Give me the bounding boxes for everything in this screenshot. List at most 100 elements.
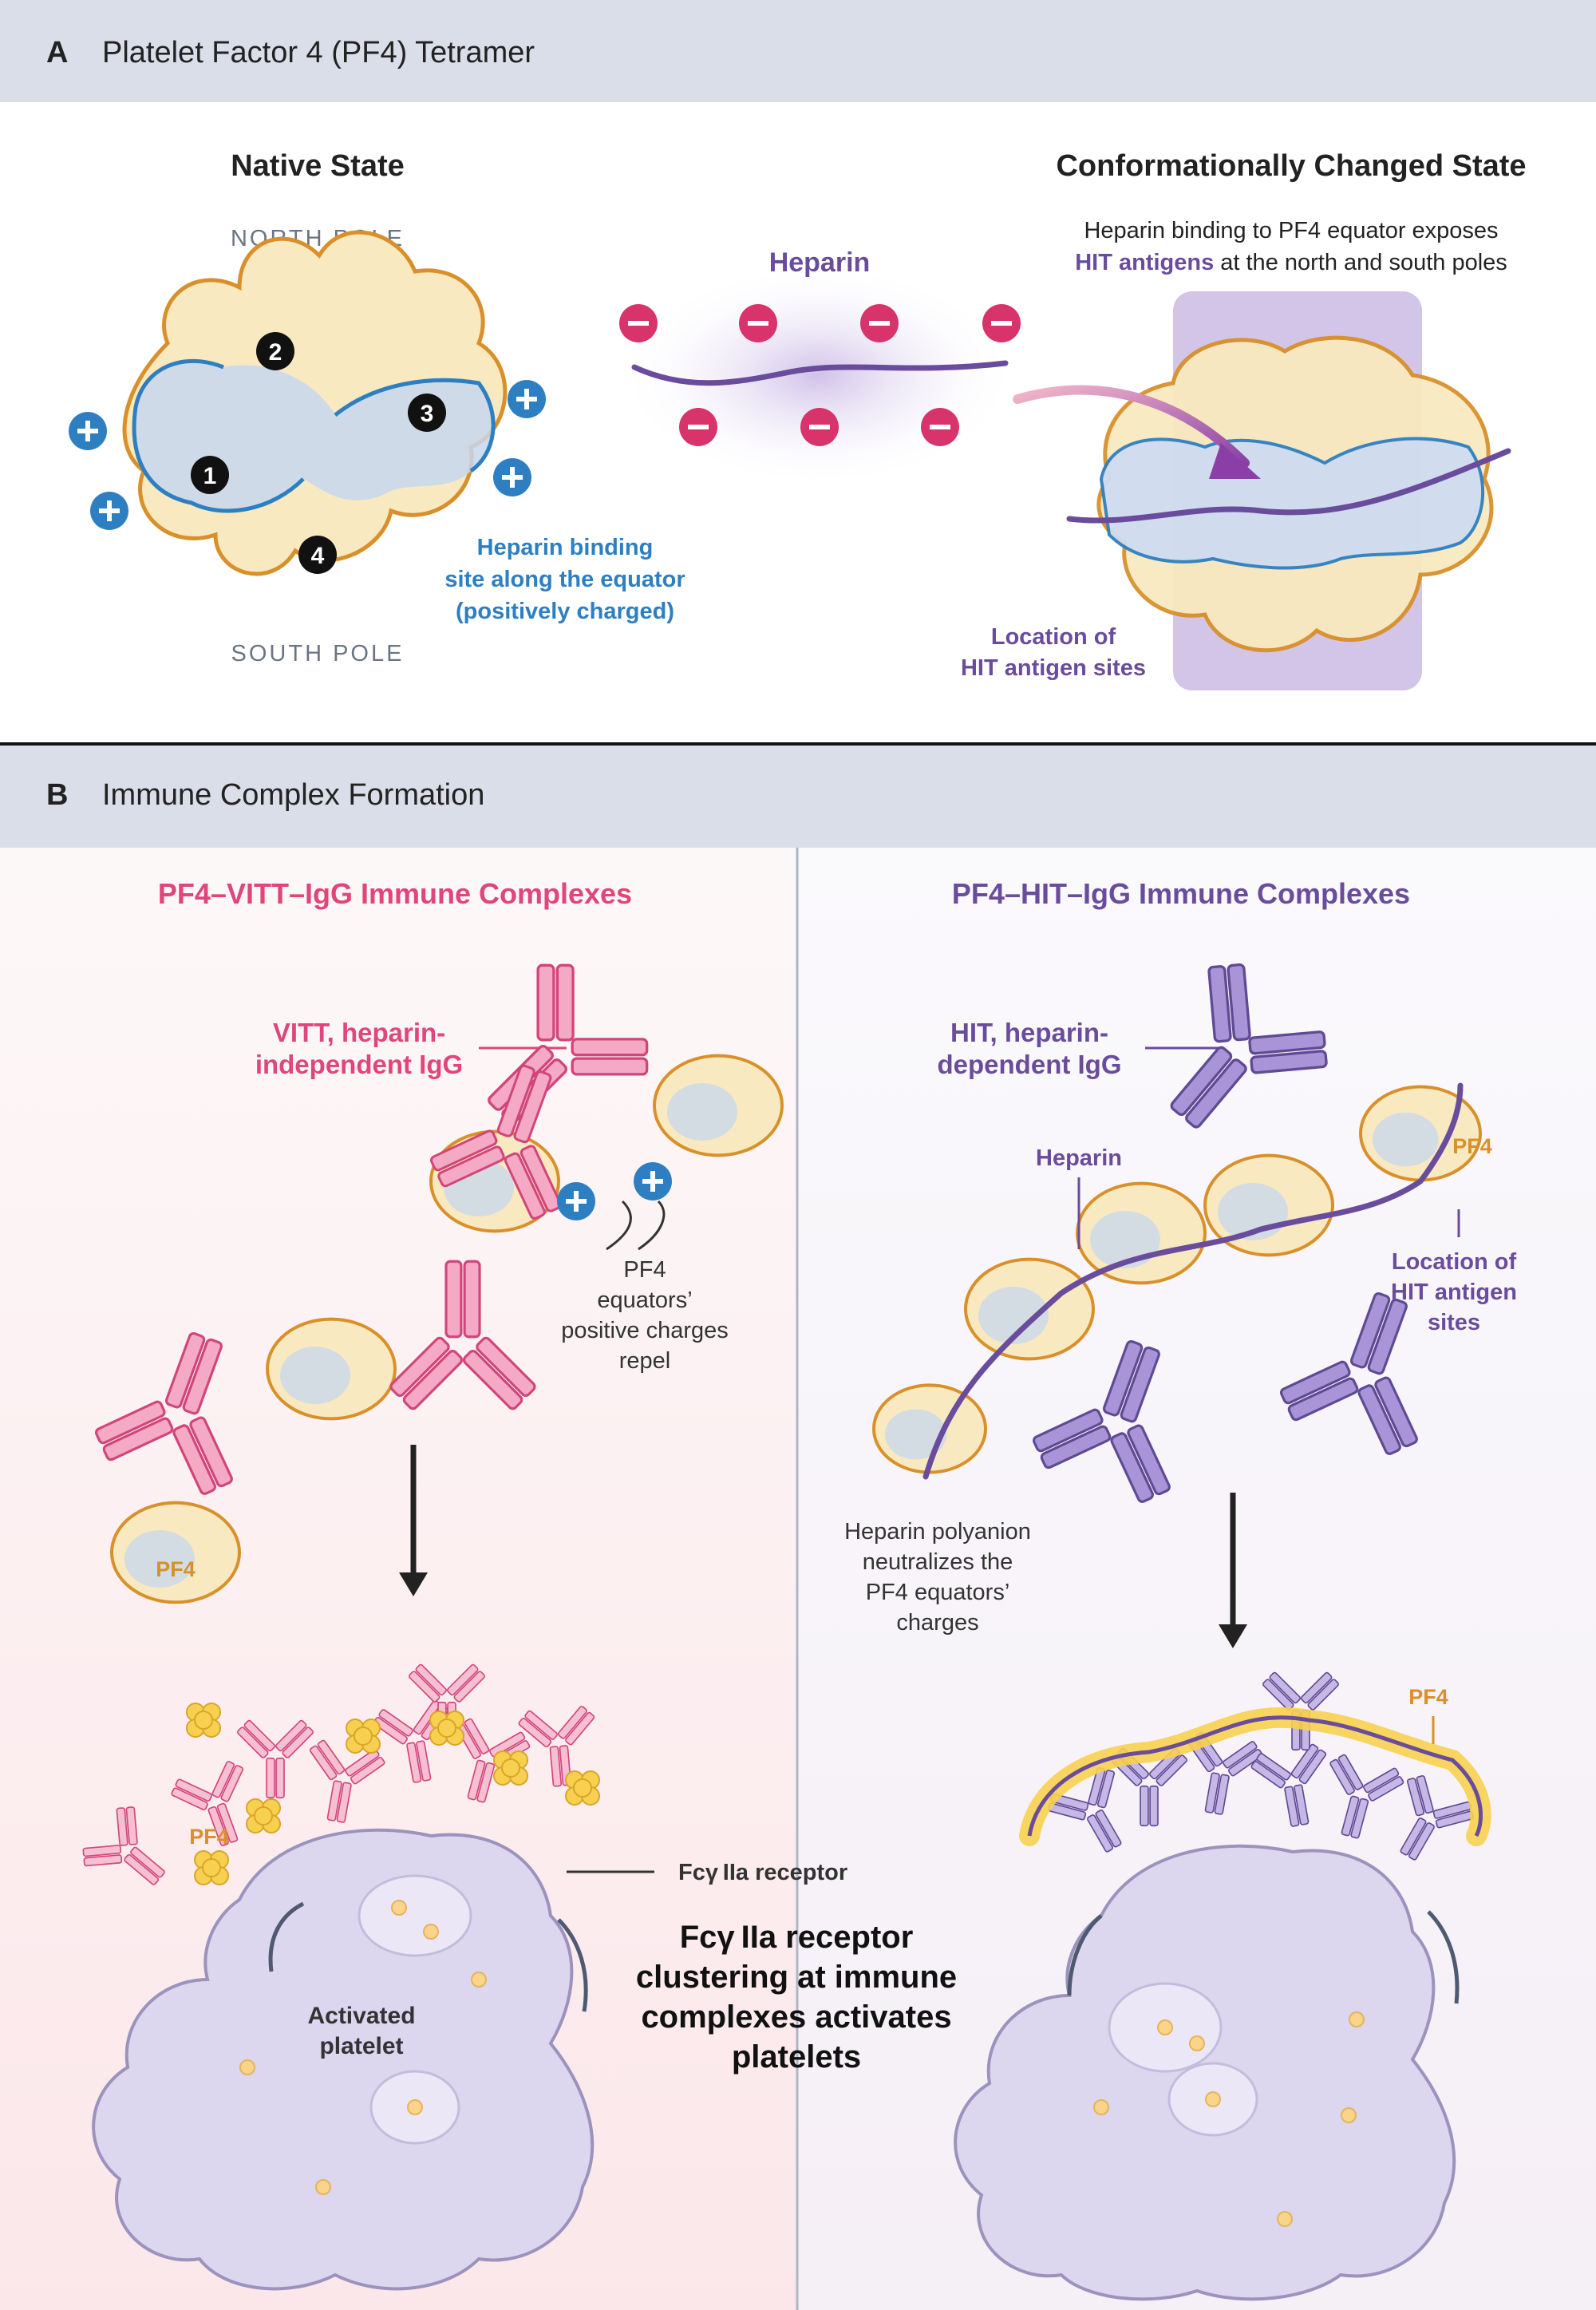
igg-antibody (94, 1331, 233, 1495)
down-arrow-right-head (1219, 1624, 1247, 1648)
subunit-number-2: 2 (256, 332, 294, 370)
pf4-label-bottom-right: PF4 (1408, 1685, 1448, 1709)
plus-charge-icon (90, 492, 128, 530)
hit-igg-label-line-1: HIT, heparin- (950, 1018, 1108, 1047)
granule (1349, 2011, 1365, 2027)
vitt-heading: PF4–VITT–IgG Immune Complexes (158, 877, 632, 910)
heparin-label-a: Heparin (769, 247, 871, 278)
platelet-label-line-2: platelet (319, 2033, 403, 2059)
granule (471, 1972, 487, 1988)
subunit-number-1: 1 (191, 456, 229, 494)
plus-charge-icon (634, 1162, 672, 1200)
heparin-glow (618, 263, 1017, 487)
pf4-cluster (429, 1711, 464, 1746)
minus-charge-icon (982, 304, 1021, 342)
granule (423, 1924, 439, 1940)
granule (407, 2099, 423, 2115)
pf4-tetramer (266, 1317, 397, 1421)
pf4-cluster (186, 1703, 221, 1738)
pf4-tetramer-changed (1066, 335, 1511, 653)
vitt-bound-antibodies (82, 1663, 600, 1885)
svg-text:4: 4 (311, 543, 325, 569)
platelet-label-line-1: Activated (307, 2003, 415, 2029)
binding-site-line-3: (positively charged) (456, 599, 674, 624)
repel-line-4: repel (619, 1348, 671, 1374)
center-line-3: complexes activates (641, 1999, 951, 2035)
panel-b-letter: B (46, 778, 68, 812)
igg-antibody (82, 1806, 165, 1885)
changed-state-heading: Conformationally Changed State (1056, 149, 1526, 183)
granule (1157, 2019, 1173, 2035)
pf4-cluster (346, 1719, 381, 1754)
hit-immune-complex (872, 963, 1482, 1503)
binding-site-line-1: Heparin binding (477, 535, 654, 560)
granule (239, 2059, 255, 2075)
south-pole-label: SOUTH POLE (231, 641, 405, 666)
minus-charge-icon (921, 408, 959, 446)
granule (1341, 2107, 1357, 2123)
location-label-line-2: HIT antigen sites (961, 655, 1146, 681)
center-line-2: clustering at immune (636, 1960, 957, 1995)
svg-text:3: 3 (421, 401, 434, 427)
svg-text:2: 2 (269, 339, 282, 366)
granule (1189, 2035, 1205, 2051)
vitt-igg-label-line-1: VITT, heparin- (273, 1018, 445, 1047)
minus-charge-icon (739, 304, 777, 342)
hit-bound-antibodies (1019, 1671, 1491, 1861)
igg-antibody (430, 1064, 562, 1220)
binding-site-line-2: site along the equator (444, 567, 685, 592)
igg-antibody (1187, 1731, 1263, 1815)
activated-platelet-left (92, 1828, 595, 2291)
vitt-igg-label-line-2: independent IgG (255, 1050, 463, 1079)
repel-line-3: positive charges (561, 1318, 729, 1343)
svg-text:1: 1 (203, 463, 217, 489)
igg-antibody (309, 1739, 385, 1823)
pf4-cluster (565, 1770, 600, 1806)
transition-arrow (1013, 385, 1250, 468)
pf4-cluster (194, 1850, 229, 1885)
panel-a-title: Platelet Factor 4 (PF4) Tetramer (102, 36, 535, 69)
pf4-tetramer (653, 1054, 784, 1157)
pf4-label-left: PF4 (156, 1557, 196, 1581)
panel-b-title: Immune Complex Formation (102, 778, 484, 812)
hit-location-line-2: HIT antigen (1391, 1280, 1517, 1305)
plus-charge-icon (508, 380, 546, 418)
minus-charge-icon (679, 408, 717, 446)
vitt-immune-complex (94, 963, 784, 1604)
changed-desc-line-2: HIT antigens at the north and south pole… (1075, 250, 1507, 275)
granule (391, 1900, 407, 1916)
curved-arrow-4 (1427, 1910, 1460, 2004)
igg-antibody (171, 1761, 244, 1846)
pf4-tetramer (1076, 1181, 1207, 1285)
subunit-number-4: 4 (298, 536, 337, 574)
plus-charge-icon (557, 1182, 595, 1220)
igg-antibody (1047, 1767, 1122, 1853)
minus-charge-icon (860, 304, 899, 342)
center-line-1: Fcγ IIa receptor (680, 1920, 914, 1955)
plus-charge-icon (493, 458, 531, 496)
pf4-tetramer (110, 1501, 241, 1604)
igg-antibody (518, 1706, 595, 1787)
neutral-line-4: charges (896, 1610, 978, 1636)
receptor-label: Fcγ IIa receptor (678, 1860, 847, 1885)
pf4-cluster (493, 1750, 528, 1786)
platelet-granules (239, 1900, 1365, 2227)
pf4-tetramer (964, 1257, 1095, 1361)
pf4-label-right: PF4 (1452, 1134, 1492, 1158)
igg-antibody (1250, 1743, 1327, 1827)
hit-igg-label-line-2: dependent IgG (938, 1050, 1122, 1079)
neutral-line-3: PF4 equators’ (866, 1580, 1010, 1605)
igg-antibody (389, 1260, 536, 1410)
panel-a-header (0, 0, 1596, 102)
curved-arrow-1 (268, 1901, 305, 1972)
hit-location-line-3: sites (1428, 1310, 1480, 1335)
activated-platelet-right (954, 1844, 1456, 2301)
igg-antibody (1170, 963, 1328, 1129)
igg-antibody (237, 1719, 314, 1799)
igg-antibody (1329, 1754, 1404, 1839)
transition-arrowhead (1209, 443, 1261, 479)
pf4-label-bottom-left: PF4 (189, 1825, 229, 1849)
center-line-4: platelets (732, 2039, 861, 2075)
curved-arrow-3 (1067, 1914, 1103, 1996)
